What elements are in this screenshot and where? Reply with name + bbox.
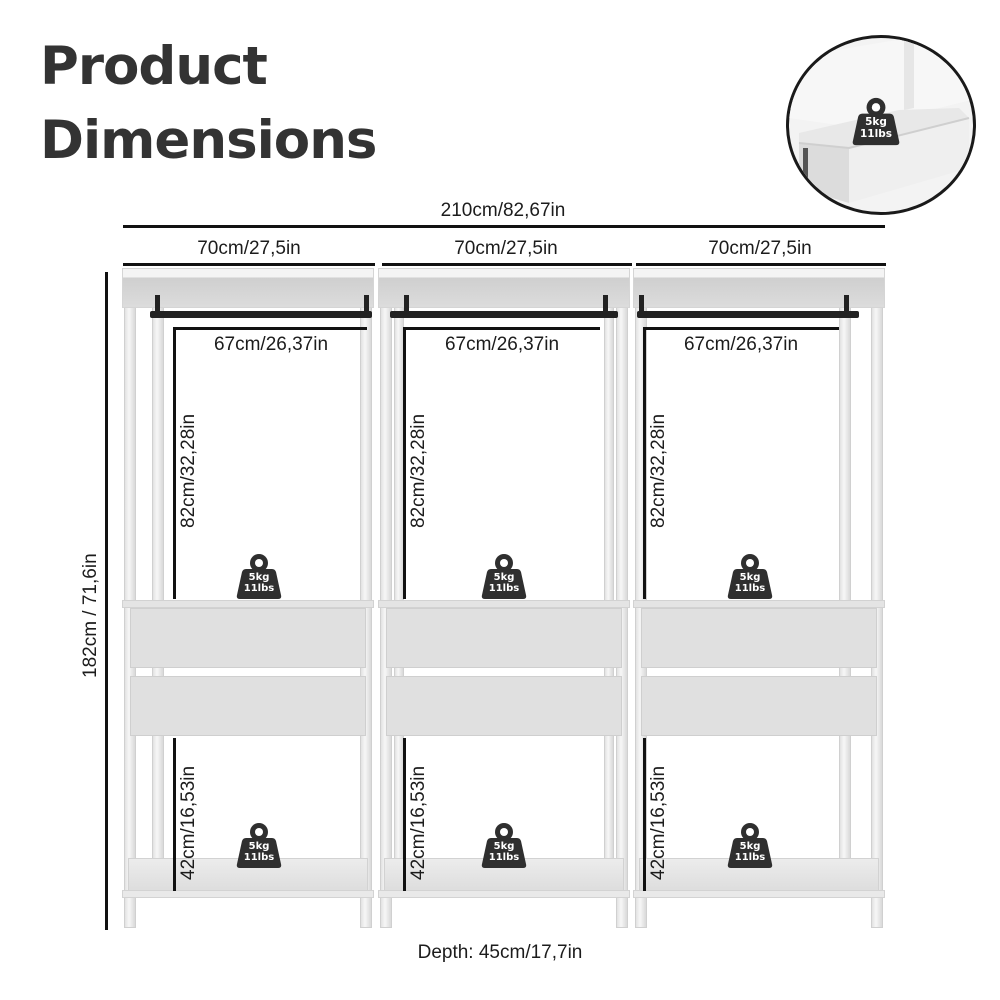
- weight-lbs: 11lbs: [243, 852, 275, 863]
- middle-shelf: [633, 600, 885, 608]
- weight-lbs: 11lbs: [243, 583, 275, 594]
- unit-1-rail-label: 67cm/26,37in: [213, 334, 329, 355]
- frame-post: [616, 268, 628, 928]
- unit-3-bottom-label: 42cm/16,53in: [648, 765, 669, 880]
- unit-2-bottom-line: [403, 738, 406, 891]
- unit-3-rail-label: 67cm/26,37in: [683, 334, 799, 355]
- drawer-upper[interactable]: [386, 608, 622, 668]
- weight-icon: 5kg 11lbs: [725, 551, 775, 601]
- drawer-lower[interactable]: [386, 676, 622, 736]
- overall-width-label: 210cm/82,67in: [440, 200, 566, 221]
- unit-2-rail-label: 67cm/26,37in: [444, 334, 560, 355]
- wardrobe-unit-1: [122, 268, 374, 930]
- drawer-lower[interactable]: [130, 676, 366, 736]
- hanging-rail: [150, 311, 372, 318]
- bottom-shelf-edge: [378, 890, 630, 898]
- overall-height-label: 182cm / 71,6in: [80, 553, 101, 678]
- weight-kg: 5kg: [865, 116, 887, 129]
- weight-icon: 5kg 11lbs: [479, 551, 529, 601]
- top-board: [122, 268, 374, 308]
- weight-lbs: 11lbs: [488, 852, 520, 863]
- weight-lbs: 11lbs: [734, 583, 766, 594]
- unit-3-hanging-label: 82cm/32,28in: [648, 413, 669, 528]
- frame-post: [871, 268, 883, 928]
- weight-icon: 5kg 11lbs: [234, 551, 284, 601]
- weight-icon: 5kg 11lbs: [850, 95, 903, 148]
- frame-post: [380, 268, 392, 928]
- unit-1-rail-line: [175, 327, 367, 330]
- bottom-shelf-edge: [122, 890, 374, 898]
- unit-1-width-label: 70cm/27,5in: [197, 238, 301, 259]
- open-drawer-illustration: [789, 38, 973, 203]
- rail-bracket: [155, 295, 160, 313]
- weight-kg: 5kg: [493, 572, 515, 583]
- middle-shelf: [122, 600, 374, 608]
- unit-2-hanging-label: 82cm/32,28in: [408, 413, 429, 528]
- drawer-upper[interactable]: [641, 608, 877, 668]
- frame-post: [360, 268, 372, 928]
- unit-1-bottom-line: [173, 738, 176, 891]
- weight-lbs: 11lbs: [860, 128, 892, 140]
- title-line-1: Product: [40, 36, 268, 97]
- unit-2-hanging-line: [403, 327, 406, 599]
- overall-height-line: [105, 272, 108, 930]
- unit-3-bottom-line: [643, 738, 646, 891]
- top-board: [378, 268, 630, 308]
- weight-icon: 5kg 11lbs: [725, 820, 775, 870]
- rail-bracket: [844, 295, 849, 313]
- depth-label: Depth: 45cm/17,7in: [417, 942, 583, 963]
- hanging-rail: [390, 311, 618, 318]
- rail-bracket: [404, 295, 409, 313]
- unit-2-width-line: [382, 263, 632, 266]
- drawer-detail-inset: 5kg 11lbs: [786, 35, 976, 215]
- frame-post: [604, 298, 614, 898]
- middle-shelf: [378, 600, 630, 608]
- unit-3-width-label: 70cm/27,5in: [708, 238, 812, 259]
- weight-kg: 5kg: [248, 572, 270, 583]
- weight-icon: 5kg 11lbs: [479, 820, 529, 870]
- weight-kg: 5kg: [493, 841, 515, 852]
- unit-1-hanging-label: 82cm/32,28in: [178, 413, 199, 528]
- unit-2-bottom-label: 42cm/16,53in: [408, 765, 429, 880]
- unit-3-rail-line: [643, 327, 839, 330]
- unit-1-bottom-label: 42cm/16,53in: [178, 765, 199, 880]
- weight-lbs: 11lbs: [734, 852, 766, 863]
- unit-2-width-label: 70cm/27,5in: [454, 238, 558, 259]
- overall-width-line: [123, 225, 885, 228]
- unit-1-width-line: [123, 263, 375, 266]
- bottom-shelf-edge: [633, 890, 885, 898]
- drawer-lower[interactable]: [641, 676, 877, 736]
- weight-kg: 5kg: [739, 841, 761, 852]
- rail-bracket: [603, 295, 608, 313]
- weight-icon: 5kg 11lbs: [234, 820, 284, 870]
- weight-kg: 5kg: [248, 841, 270, 852]
- frame-post: [839, 298, 851, 898]
- unit-2-rail-line: [404, 327, 600, 330]
- unit-3-width-line: [636, 263, 886, 266]
- hanging-rail: [637, 311, 859, 318]
- page-title: Product Dimensions: [40, 30, 377, 178]
- rail-bracket: [364, 295, 369, 313]
- weight-lbs: 11lbs: [488, 583, 520, 594]
- weight-kg: 5kg: [739, 572, 761, 583]
- title-line-2: Dimensions: [40, 110, 377, 171]
- frame-post: [124, 268, 136, 928]
- wardrobe-unit-2: [378, 268, 630, 930]
- drawer-upper[interactable]: [130, 608, 366, 668]
- rail-bracket: [639, 295, 644, 313]
- top-board: [633, 268, 885, 308]
- unit-3-hanging-line: [643, 327, 646, 599]
- frame-post: [152, 298, 164, 898]
- unit-1-hanging-line: [173, 327, 176, 599]
